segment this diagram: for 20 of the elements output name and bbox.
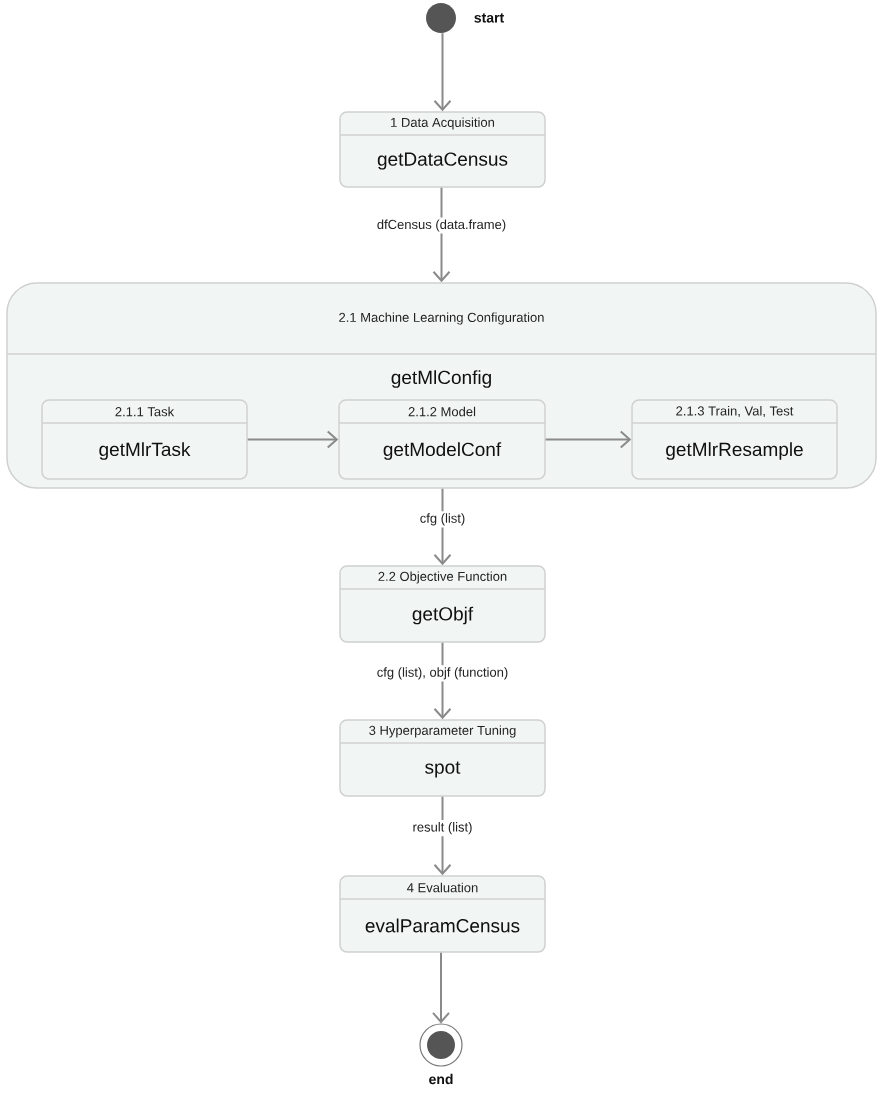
activity-box: 1 Data Acquisition getDataCensus	[339, 111, 546, 188]
activity-box: 2.2 Objective Function getObjf	[339, 565, 546, 643]
arrow	[433, 32, 452, 112]
arrow	[432, 186, 451, 283]
activity-box: 2.1.2 Model getModelConf	[338, 399, 546, 480]
activity-box: 2.1.1 Task getMlrTask	[41, 399, 248, 480]
arrow	[246, 430, 339, 449]
edge-label: cfg (list)	[417, 511, 468, 528]
edge-label: cfg (list), objf (function)	[374, 665, 511, 682]
node-caption: start	[474, 13, 504, 23]
arrow	[432, 951, 450, 1024]
arrow	[433, 487, 452, 566]
edge-label: dfCensus (data.frame)	[374, 217, 509, 234]
activity-box: 4 Evaluation evalParamCensus	[339, 875, 546, 953]
activity-box: 2.1.3 Train, Val, Test getMlrResample	[631, 399, 838, 480]
arrow	[433, 641, 452, 720]
edge-label: result (list)	[410, 820, 475, 837]
activity-box: 3 Hyperparameter Tuning spot	[339, 719, 546, 797]
arrow	[544, 430, 632, 449]
node-caption: end	[429, 1073, 453, 1085]
